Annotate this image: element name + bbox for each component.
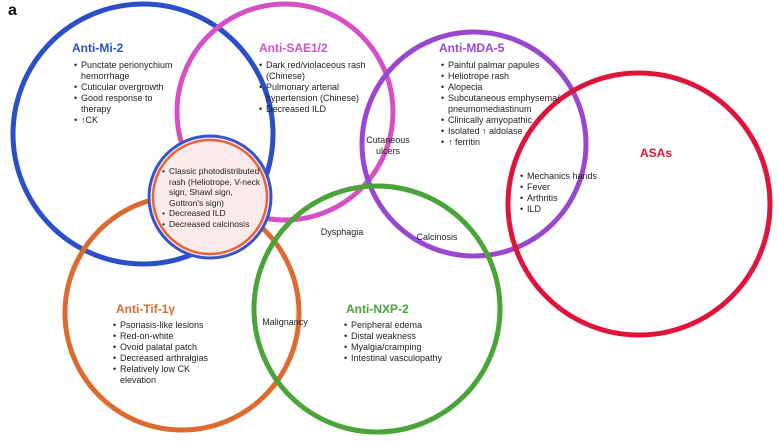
panel-letter: a [8, 2, 17, 19]
anti-tif-title: Anti-Tif-1γ [116, 302, 176, 316]
anti-sae-title: Anti-SAE1/2 [259, 41, 328, 55]
anti-mda5-item-6: Isolated ↑ aldolase [441, 126, 569, 137]
anti-sae-list: Dark red/violaceous rash (Chinese) Pulmo… [259, 60, 371, 115]
anti-mda5-item-3: Alopecia [441, 82, 569, 93]
asas-item-4: ILD [520, 204, 610, 215]
anti-nxp2-item-1: Peripheral edema [344, 320, 464, 331]
anti-mda5-title: Anti-MDA-5 [439, 41, 505, 55]
anti-mi2-title: Anti-Mi-2 [72, 41, 124, 55]
overlap-cutaneous-ulcers: Cutaneous ulcers [366, 135, 410, 156]
anti-tif-item-2: Red-on-white [113, 331, 225, 342]
asas-item-2: Fever [520, 182, 610, 193]
asas-circle [505, 70, 773, 338]
overlap-malignancy: Malignancy [262, 317, 308, 327]
anti-tif-item-4: Decreased arthralgias [113, 353, 225, 364]
center-item-3: Decreased calcinosis [162, 219, 262, 230]
anti-tif-item-3: Ovoid palatal patch [113, 342, 225, 353]
anti-mda5-circle [359, 29, 589, 259]
asas-title: ASAs [640, 146, 673, 160]
anti-sae-item-1: Dark red/violaceous rash (Chinese) [259, 60, 371, 82]
center-list: Classic photodistributed rash (Heliotrop… [162, 166, 262, 229]
anti-nxp2-item-2: Distal weakness [344, 331, 464, 342]
overlap-calcinosis: Calcinosis [416, 232, 458, 242]
anti-tif-item-5: Relatively low CK elevation [113, 364, 225, 386]
anti-mda5-list: Painful palmar papules Heliotrope rash A… [441, 60, 569, 148]
anti-mi2-item-2: Cuticular overgrowth [74, 82, 174, 93]
center-item-2: Decreased ILD [162, 208, 262, 219]
anti-mi2-item-4: ↑CK [74, 115, 174, 126]
anti-mda5-item-5: Clinically amyopathic [441, 115, 569, 126]
anti-mda5-item-2: Heliotrope rash [441, 71, 569, 82]
anti-nxp2-item-3: Myalgia/cramping [344, 342, 464, 353]
anti-sae-item-2: Pulmonary arterial hypertension (Chinese… [259, 82, 371, 104]
center-item-1: Classic photodistributed rash (Heliotrop… [162, 166, 262, 208]
anti-tif-list: Psoriasis-like lesions Red-on-white Ovoi… [113, 320, 225, 386]
anti-nxp2-circle [251, 183, 503, 435]
anti-mda5-item-1: Painful palmar papules [441, 60, 569, 71]
anti-sae-item-3: Decreased ILD [259, 104, 371, 115]
asas-list: Mechanics hands Fever Arthritis ILD [520, 171, 610, 215]
asas-item-3: Arthritis [520, 193, 610, 204]
anti-mda5-item-7: ↑ ferritin [441, 137, 569, 148]
center-circle-inner-ring [151, 138, 269, 256]
anti-tif-item-1: Psoriasis-like lesions [113, 320, 225, 331]
asas-item-1: Mechanics hands [520, 171, 610, 182]
anti-nxp2-item-4: Intestinal vasculopathy [344, 353, 464, 364]
anti-mi2-circle [10, 1, 276, 267]
anti-sae-circle [174, 1, 396, 223]
overlap-dysphagia: Dysphagia [320, 227, 364, 237]
anti-mda5-item-4: Subcutaneous emphysema/ pneumomediastinu… [441, 93, 569, 115]
anti-nxp2-list: Peripheral edema Distal weakness Myalgia… [344, 320, 464, 364]
anti-nxp2-title: Anti-NXP-2 [346, 302, 409, 316]
